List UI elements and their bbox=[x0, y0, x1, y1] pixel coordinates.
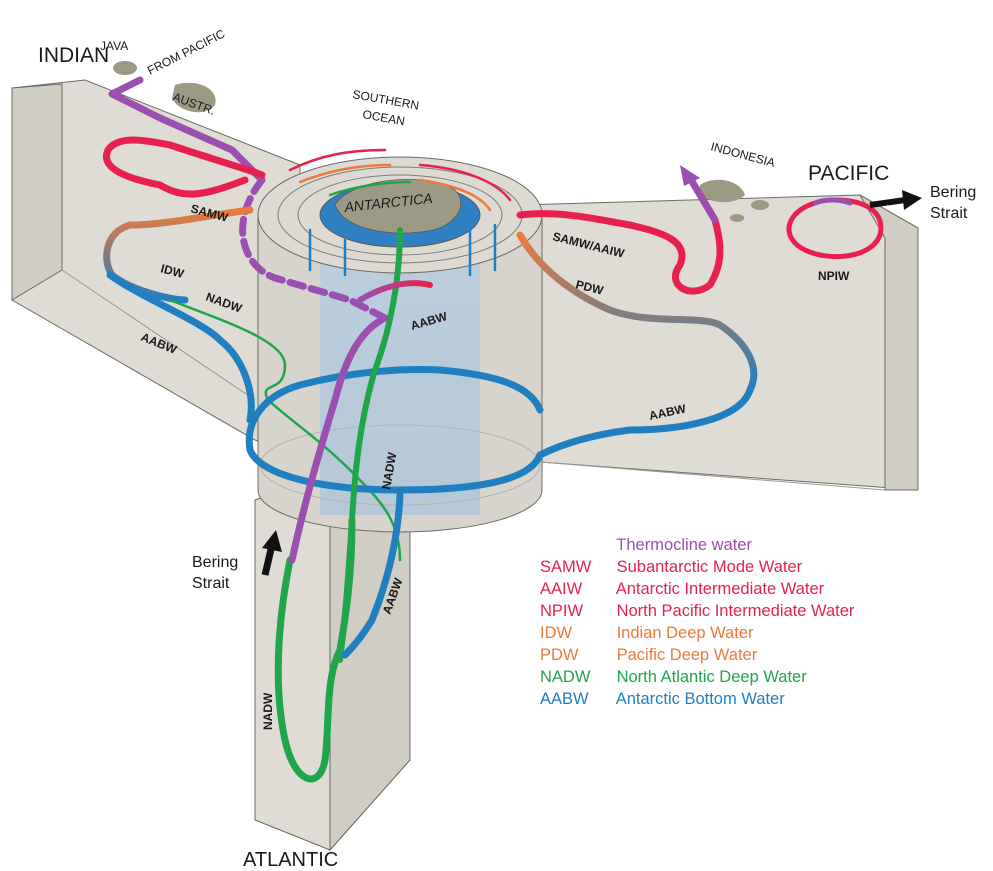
bering-strait-atlantic-arrow bbox=[261, 530, 282, 576]
label-bering-atlantic-2: Strait bbox=[192, 575, 230, 592]
legend-row-idw: IDW Indian Deep Water bbox=[540, 624, 754, 643]
legend-row-pdw: PDW Pacific Deep Water bbox=[540, 646, 757, 665]
atlantic-nadw-flow bbox=[274, 516, 356, 783]
indian-idw-flow bbox=[103, 206, 254, 304]
legend-name: Antarctic Intermediate Water bbox=[615, 580, 825, 598]
legend-row-aaiw: AAIW Antarctic Intermediate Water bbox=[540, 580, 824, 599]
pacific-samw-aaiw-flow bbox=[516, 174, 724, 295]
indian-samw-flow bbox=[103, 136, 266, 198]
pacific-aabw-flow bbox=[536, 386, 754, 459]
label-bering-pacific-1: Bering bbox=[930, 184, 976, 201]
label-bering-atlantic-1: Bering bbox=[192, 554, 238, 571]
npiw-thermocline-flow bbox=[812, 197, 853, 206]
bering-strait-pacific-arrow bbox=[869, 190, 922, 210]
legend-row-aabw: AABW Antarctic Bottom Water bbox=[540, 690, 785, 709]
label-java: JAVA bbox=[100, 39, 128, 53]
flow-label-npiw: NPIW bbox=[818, 269, 850, 283]
label-ocean: OCEAN bbox=[361, 107, 405, 128]
java-land bbox=[113, 61, 137, 75]
legend-abbr: AABW bbox=[540, 690, 589, 708]
legend-row-samw: SAMW Subantarctic Mode Water bbox=[540, 558, 802, 577]
label-indonesia: INDONESIA bbox=[709, 139, 776, 170]
central-aabw-ring bbox=[245, 366, 544, 494]
npiw-loop-flow bbox=[786, 197, 884, 260]
indian-thermocline-flow bbox=[108, 76, 266, 184]
land-masses bbox=[113, 61, 769, 222]
legend-abbr: NADW bbox=[540, 668, 591, 686]
atlantic-thermocline-flow bbox=[288, 314, 389, 564]
legend-abbr: SAMW bbox=[540, 558, 592, 576]
pacific-basin bbox=[519, 193, 919, 491]
label-southern: SOUTHERN bbox=[351, 87, 420, 112]
label-pacific: PACIFIC bbox=[808, 162, 889, 185]
legend-name: Pacific Deep Water bbox=[616, 646, 758, 664]
label-indian: INDIAN bbox=[38, 44, 109, 67]
label-from-pacific: FROM PACIFIC bbox=[145, 26, 227, 77]
label-bering-pacific-2: Strait bbox=[930, 205, 968, 222]
legend-abbr: IDW bbox=[540, 624, 573, 642]
legend-name: Antarctic Bottom Water bbox=[615, 690, 785, 708]
flow-label-nadw-atlantic: NADW bbox=[261, 692, 275, 730]
flow-label-nadw-center: NADW bbox=[379, 451, 399, 491]
legend-name: Thermocline water bbox=[616, 536, 753, 554]
legend-name: Subantarctic Mode Water bbox=[616, 558, 803, 576]
indian-basin bbox=[11, 79, 301, 456]
legend-name: North Atlantic Deep Water bbox=[616, 668, 807, 686]
legend-abbr: NPIW bbox=[540, 602, 584, 620]
atlantic-aabw-flow bbox=[341, 491, 404, 659]
flow-label-idw: IDW bbox=[159, 261, 186, 281]
legend-row-nadw: NADW North Atlantic Deep Water bbox=[540, 668, 807, 687]
indonesia-land-3 bbox=[730, 214, 744, 222]
southern-ocean-cylinder bbox=[257, 156, 543, 533]
atlantic-red-flow bbox=[357, 280, 433, 303]
indonesia-land bbox=[700, 179, 745, 203]
pacific-pdw-flow bbox=[516, 231, 758, 394]
pacific-thermocline-arrow bbox=[680, 165, 719, 224]
legend-row-npiw: NPIW North Pacific Intermediate Water bbox=[540, 602, 854, 621]
label-atlantic: ATLANTIC bbox=[243, 849, 338, 871]
indonesia-land-2 bbox=[751, 200, 769, 210]
indian-thermocline-dashed bbox=[239, 176, 389, 322]
indian-aabw-flow bbox=[106, 271, 255, 424]
legend-row-thermocline: Thermocline water bbox=[540, 536, 752, 555]
legend-abbr: PDW bbox=[540, 646, 579, 664]
legend-name: Indian Deep Water bbox=[616, 624, 754, 642]
southern-ocean-rings-flow bbox=[288, 148, 512, 277]
legend-abbr: AAIW bbox=[540, 580, 583, 598]
flow-label-pdw: PDW bbox=[574, 277, 605, 298]
legend-name: North Pacific Intermediate Water bbox=[616, 602, 855, 620]
australia-land bbox=[172, 82, 216, 113]
